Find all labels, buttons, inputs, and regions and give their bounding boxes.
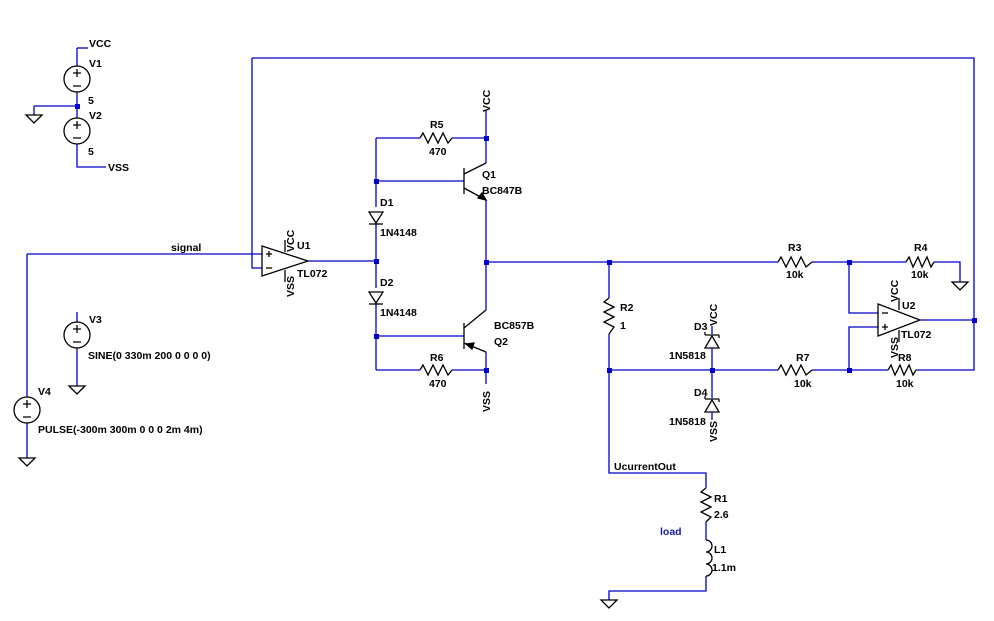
resistor-r5[interactable] [419, 131, 453, 145]
label-q2-value: BC857B [494, 320, 535, 332]
component-labels: V1 5 V2 5 V3 SINE(0 330m 200 0 0 0 0) V4… [38, 58, 932, 574]
resistor-r4[interactable] [905, 255, 935, 269]
label-l1-value: 1.1m [712, 562, 736, 574]
net-label-vcc-d3: VCC [708, 303, 720, 326]
voltage-source-v3[interactable] [63, 321, 91, 349]
label-u1-ref: U1 [297, 240, 311, 252]
resistor-r8[interactable] [887, 363, 917, 377]
label-u1-value: TL072 [297, 268, 328, 280]
label-v3-value: SINE(0 330m 200 0 0 0 0) [88, 350, 211, 362]
net-label-vcc-u1: VCC [285, 229, 297, 252]
label-d3-ref: D3 [694, 321, 708, 333]
label-r6-value: 470 [429, 378, 447, 390]
resistor-r7[interactable] [777, 363, 813, 377]
resistor-r6[interactable] [419, 363, 453, 377]
label-v4-value: PULSE(-300m 300m 0 0 0 2m 4m) [38, 424, 203, 436]
label-q1-value: BC847B [482, 185, 523, 197]
voltage-source-v4[interactable] [13, 396, 41, 424]
net-label-signal: signal [171, 242, 201, 254]
transistor-q1[interactable] [463, 162, 488, 202]
label-r5-value: 470 [429, 146, 447, 158]
opamp-u2[interactable] [877, 298, 922, 342]
net-label-load: load [660, 526, 682, 538]
diode-d3[interactable] [703, 332, 721, 349]
net-label-vcc-q1: VCC [481, 89, 493, 112]
inductor-l1[interactable] [705, 539, 713, 577]
label-d4-value: 1N5818 [669, 416, 706, 428]
junctions [75, 104, 977, 373]
label-r3-value: 10k [786, 269, 804, 281]
label-r2-ref: R2 [620, 302, 634, 314]
label-v2-ref: V2 [89, 110, 102, 122]
label-r1-value: 2.6 [714, 509, 729, 521]
net-label-vss-u1: VSS [285, 276, 297, 297]
label-u2-value: TL072 [901, 329, 932, 341]
label-r5-ref: R5 [430, 119, 444, 131]
diode-d2[interactable] [367, 291, 385, 305]
label-u2-ref: U2 [902, 300, 916, 312]
label-r6-ref: R6 [430, 352, 444, 364]
label-v1-value: 5 [88, 95, 94, 107]
resistor-r3[interactable] [777, 255, 813, 269]
resistor-r1[interactable] [699, 487, 713, 523]
transistor-q2[interactable] [463, 309, 487, 353]
label-r7-ref: R7 [796, 352, 810, 364]
label-d1-value: 1N4148 [380, 227, 417, 239]
label-r8-ref: R8 [898, 352, 912, 364]
label-l1-ref: L1 [714, 544, 726, 556]
label-d2-value: 1N4148 [380, 307, 417, 319]
label-r4-value: 10k [911, 269, 929, 281]
label-r2-value: 1 [620, 320, 626, 332]
net-labels: VCC VSS signal UcurrentOut load VCC VSS … [89, 38, 901, 538]
net-label-vss-v2: VSS [108, 162, 129, 174]
wires [26, 47, 975, 600]
label-r4-ref: R4 [914, 242, 928, 254]
voltage-source-v1[interactable] [63, 65, 91, 93]
label-r7-value: 10k [794, 378, 812, 390]
diode-d4[interactable] [703, 396, 721, 413]
net-label-vss-u2: VSS [889, 337, 901, 358]
label-d1-ref: D1 [380, 197, 394, 209]
net-label-vcc-v1: VCC [89, 38, 112, 50]
label-r3-ref: R3 [788, 242, 802, 254]
label-q2-ref: Q2 [494, 336, 508, 348]
label-d2-ref: D2 [380, 277, 394, 289]
label-r1-ref: R1 [714, 493, 728, 505]
label-v4-ref: V4 [38, 386, 51, 398]
label-q1-ref: Q1 [482, 169, 496, 181]
label-v3-ref: V3 [89, 314, 102, 326]
net-label-vss-q2: VSS [481, 391, 493, 412]
resistor-r2[interactable] [602, 297, 616, 335]
net-label-ucurrentout: UcurrentOut [614, 461, 676, 473]
label-d3-value: 1N5818 [669, 350, 706, 362]
voltage-source-v2[interactable] [63, 117, 91, 145]
diode-d1[interactable] [367, 211, 385, 225]
label-r8-value: 10k [896, 378, 914, 390]
label-d4-ref: D4 [694, 387, 708, 399]
net-label-vss-d4: VSS [708, 421, 720, 442]
net-label-vcc-u2: VCC [889, 279, 901, 302]
opamp-u1[interactable] [261, 240, 311, 282]
label-v2-value: 5 [88, 146, 94, 158]
label-v1-ref: V1 [89, 58, 102, 70]
ground-icon [17, 114, 970, 609]
